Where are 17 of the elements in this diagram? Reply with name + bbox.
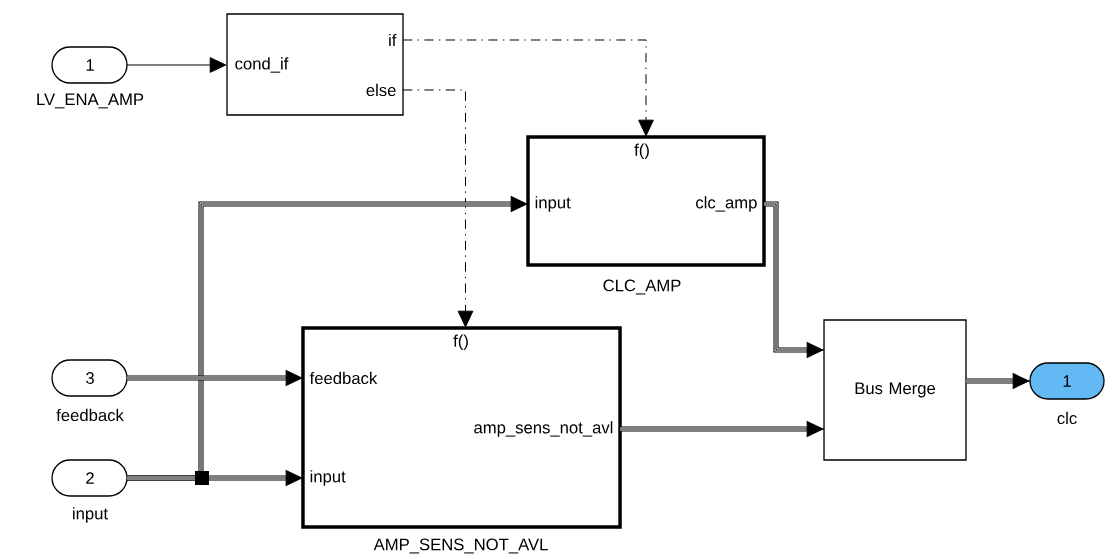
block-box: cond_if if else	[226, 13, 404, 116]
outport-block: 1	[1029, 362, 1105, 400]
block-label: clc	[1057, 411, 1077, 425]
block-label: feedback	[56, 408, 124, 422]
block-label: CLC_AMP	[603, 279, 681, 295]
connector	[126, 57, 227, 73]
connector	[402, 89, 474, 328]
connector	[402, 39, 654, 137]
block-box: Bus Merge	[823, 319, 967, 461]
block-label: AMP_SENS_NOT_AVL	[373, 538, 548, 554]
subsystem-block: f() input clc_amp	[526, 135, 766, 267]
inport-block: 2	[51, 459, 128, 497]
subsystem-block: f() feedback input amp_sens_not_avl	[301, 326, 622, 529]
inport-block: 1	[51, 46, 128, 84]
block-label: LV_ENA_AMP	[37, 93, 144, 109]
block-label: input	[73, 507, 108, 523]
inport-block: 3	[51, 359, 128, 397]
